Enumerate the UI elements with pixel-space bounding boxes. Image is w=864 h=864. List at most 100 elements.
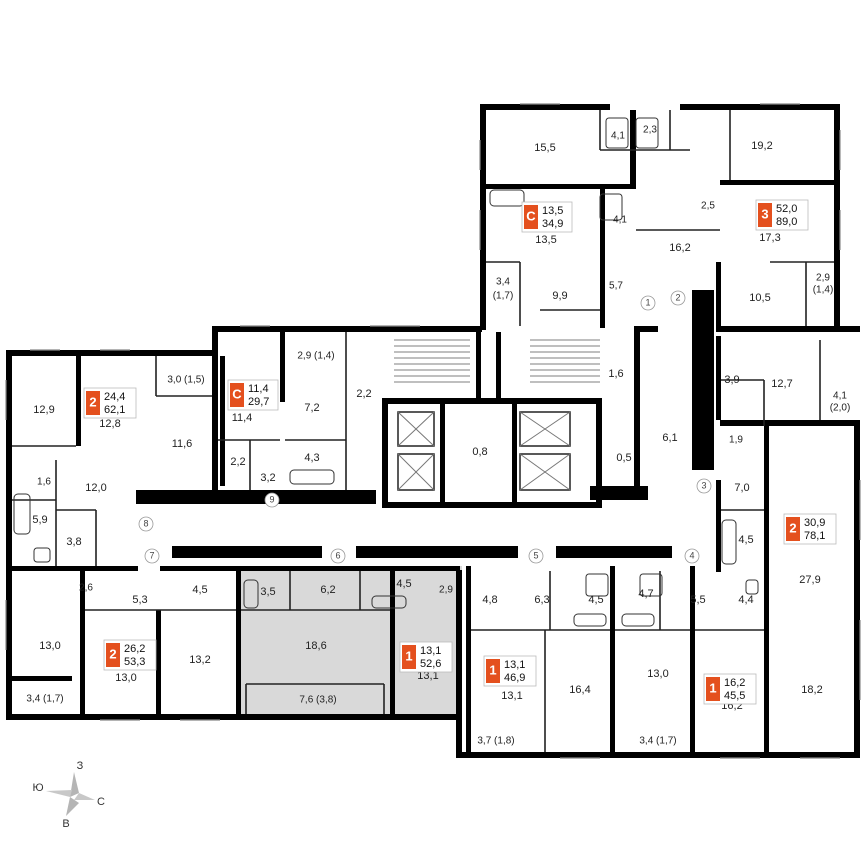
room-area: 2,6 — [79, 583, 93, 594]
apartment-rooms: 1 — [489, 662, 496, 677]
room-area: 18,2 — [801, 684, 822, 696]
interior-walls — [12, 110, 840, 756]
room-area: 13,1 — [417, 670, 438, 682]
room-area: 4,1 — [611, 131, 625, 142]
room-area: 4,5 — [588, 594, 603, 606]
room-area: 10,5 — [749, 292, 770, 304]
apartment-total-area: 45,5 — [724, 690, 745, 702]
room-area: 13,5 — [535, 234, 556, 246]
selected-apartment-highlight — [238, 566, 462, 714]
room-area: 4,3 — [304, 452, 319, 464]
apartment-badge-2-east[interactable]: 2 30,9 78,1 — [783, 513, 837, 545]
bathroom-fixtures — [13, 117, 759, 627]
room-area: 6,2 — [320, 584, 335, 596]
room-area: 17,3 — [759, 232, 780, 244]
room-area: 3,5 — [260, 586, 275, 598]
room-area: 7,2 — [304, 402, 319, 414]
room-area: 0,5 — [616, 452, 631, 464]
apartment-total-area: 34,9 — [542, 218, 563, 230]
room-area: 0,8 — [472, 446, 487, 458]
apartment-living-area: 13,1 — [504, 659, 525, 671]
partition-lines — [12, 110, 834, 752]
room-area: 13,2 — [189, 654, 210, 666]
room-area: 5,5 — [690, 594, 705, 606]
apartment-total-area: 46,9 — [504, 672, 525, 684]
room-area: 4,5 — [192, 584, 207, 596]
room-area: 12,8 — [99, 418, 120, 430]
room-area: 12,9 — [33, 404, 54, 416]
room-area: 12,0 — [85, 482, 106, 494]
room-area: 3,7 (1,8) — [477, 736, 514, 747]
corridor-marker: 1 — [645, 297, 650, 307]
room-area: 4,1 — [833, 391, 847, 402]
corridor-marker: 5 — [533, 550, 538, 560]
apartment-living-area: 30,9 — [804, 517, 825, 529]
room-area: 3,0 (1,5) — [167, 375, 204, 386]
apartment-living-area: 52,0 — [776, 203, 797, 215]
corridor-marker: 7 — [149, 550, 154, 560]
room-area: 27,9 — [799, 574, 820, 586]
apartment-total-area: 78,1 — [804, 530, 825, 542]
room-area: 3,4 — [496, 277, 510, 288]
corridor-marker: 4 — [689, 550, 694, 560]
apartment-rooms: 1 — [709, 680, 716, 695]
room-area: 3,9 — [724, 374, 739, 386]
compass-rose-icon — [46, 772, 95, 816]
room-area: 3,4 (1,7) — [639, 736, 676, 747]
room-area: 1,6 — [608, 368, 623, 380]
room-area: 2,9 — [816, 273, 830, 284]
apartment-rooms: 2 — [789, 520, 796, 535]
apartment-rooms: 1 — [405, 648, 412, 663]
room-area: 6,3 — [534, 594, 549, 606]
apartment-badge-1-selected[interactable]: 1 13,1 52,6 — [399, 641, 453, 673]
apartment-living-area: 13,1 — [420, 645, 441, 657]
room-area: 19,2 — [751, 140, 772, 152]
room-area: 2,2 — [356, 388, 371, 400]
room-area: 1,9 — [729, 435, 743, 446]
apartment-living-area: 16,2 — [724, 677, 745, 689]
apartment-badge-2-nw[interactable]: 2 24,4 62,1 — [83, 387, 137, 419]
apartment-badge-c-mid[interactable]: С 11,4 29,7 — [227, 379, 279, 411]
room-area: 2,9 — [439, 585, 453, 596]
room-area: 16,2 — [669, 242, 690, 254]
apartment-living-area: 11,4 — [248, 383, 269, 395]
room-area: (1,4) — [813, 285, 834, 296]
apartment-badge-3[interactable]: 3 52,0 89,0 — [755, 199, 809, 231]
room-area: 6,1 — [662, 432, 677, 444]
room-area: 9,9 — [552, 290, 567, 302]
room-area: 11,6 — [172, 438, 193, 450]
room-area: 4,8 — [482, 594, 497, 606]
elevator-shafts — [397, 411, 571, 491]
apartment-total-area: 52,6 — [420, 658, 441, 670]
apartment-living-area: 24,4 — [104, 391, 125, 403]
room-area: 13,0 — [39, 640, 60, 652]
room-area: 2,5 — [701, 201, 715, 212]
room-area: 13,1 — [501, 690, 522, 702]
apartment-total-area: 53,3 — [124, 656, 145, 668]
room-area: 1,6 — [37, 477, 51, 488]
apartment-rooms: С — [232, 386, 242, 401]
apartment-badge-c-top[interactable]: С 13,5 34,9 — [521, 201, 573, 233]
apartment-badge-1-south[interactable]: 1 13,1 46,9 — [483, 655, 537, 687]
room-area: 16,4 — [569, 684, 590, 696]
room-area: 2,9 (1,4) — [297, 351, 334, 362]
compass-north: З — [77, 760, 84, 772]
compass: З С В Ю — [32, 760, 105, 830]
room-area: 3,8 — [66, 536, 81, 548]
room-area: 3,4 (1,7) — [26, 694, 63, 705]
room-area: 4,5 — [738, 534, 753, 546]
compass-east: С — [97, 796, 105, 808]
room-area: 11,4 — [232, 412, 253, 424]
apartment-badge-2-sw[interactable]: 2 26,2 53,3 — [103, 639, 157, 671]
apartment-total-area: 89,0 — [776, 216, 797, 228]
room-area: 4,4 — [738, 594, 753, 606]
apartment-badge-1-se[interactable]: 1 16,2 45,5 — [703, 673, 757, 705]
room-area: 18,6 — [305, 640, 326, 652]
room-area: 5,3 — [132, 594, 147, 606]
room-area: (1,7) — [493, 291, 514, 302]
corridor-marker: 9 — [269, 494, 274, 504]
room-area: (2,0) — [830, 403, 851, 414]
corridor-marker: 2 — [675, 292, 680, 302]
compass-south: В — [62, 818, 69, 830]
